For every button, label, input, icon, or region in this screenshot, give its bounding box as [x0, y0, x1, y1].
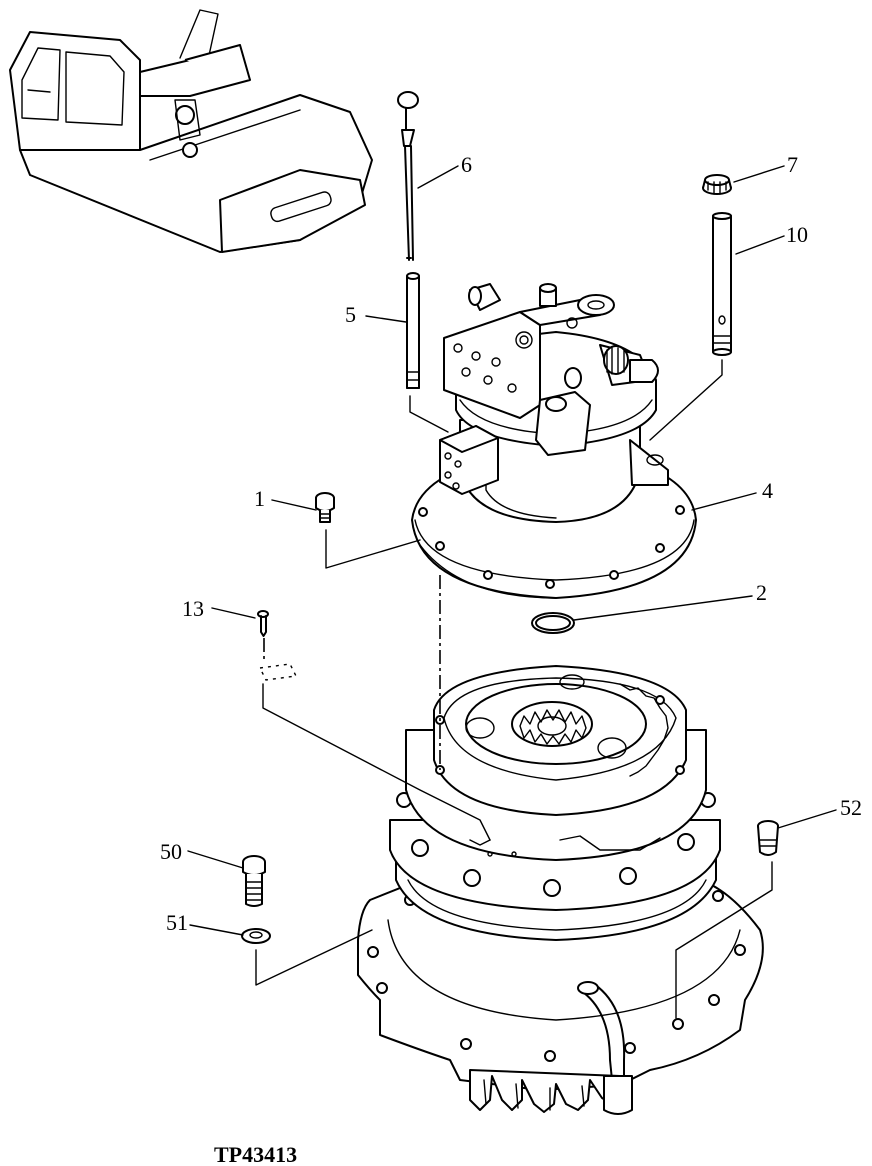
callout-7: 7	[787, 152, 798, 177]
washer-part	[241, 928, 271, 944]
plug-part	[757, 820, 779, 856]
figure-id: TP43413	[214, 1142, 297, 1166]
callout-1: 1	[254, 486, 265, 511]
callout-10: 10	[786, 222, 808, 247]
bolt-part-50	[242, 855, 266, 907]
gear-case-part	[357, 665, 764, 1115]
pipe-part	[712, 212, 732, 356]
callout-labels: 6 5 7 10 4 1 2 13 50 51 52	[160, 152, 862, 935]
leader-lines	[187, 165, 837, 936]
cap-part	[702, 174, 732, 195]
callout-13: 13	[182, 596, 204, 621]
callout-5: 5	[345, 302, 356, 327]
callout-51: 51	[166, 910, 188, 935]
callout-6: 6	[461, 152, 472, 177]
swing-motor-part	[411, 283, 697, 599]
callout-4: 4	[762, 478, 773, 503]
bolt-part-1	[315, 492, 335, 523]
dipstick-part	[397, 91, 419, 261]
assembly-lines	[255, 359, 773, 1019]
snap-ring-part	[531, 612, 575, 634]
excavator-locator-image	[9, 9, 373, 253]
dipstick-tube-part	[406, 272, 420, 389]
callout-2: 2	[756, 580, 767, 605]
callout-52: 52	[840, 795, 862, 820]
screw-part	[257, 610, 298, 681]
callout-50: 50	[160, 839, 182, 864]
